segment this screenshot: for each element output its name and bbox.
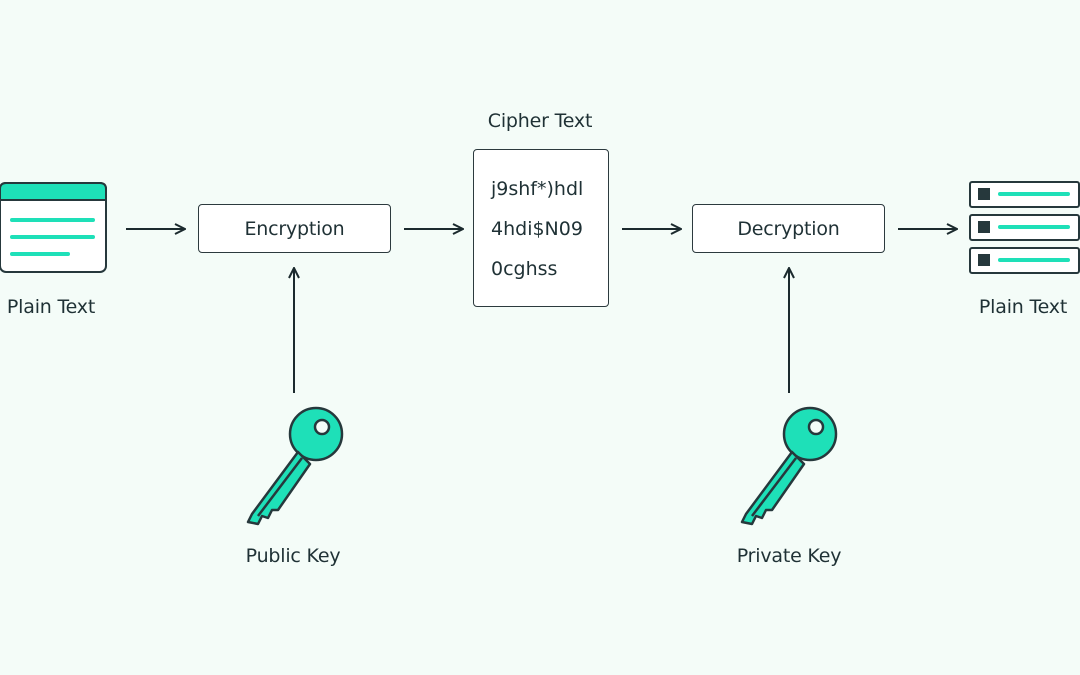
encryption-box: Encryption: [198, 204, 391, 253]
document-icon: [0, 182, 107, 273]
cipher-text-box: j9shf*)hdl 4hdi$N09 0cghss: [473, 149, 609, 307]
plain-text-output-label: Plain Text: [978, 296, 1068, 318]
decryption-box: Decryption: [692, 204, 885, 253]
key-icon: [740, 406, 838, 526]
decryption-label: Decryption: [737, 217, 840, 240]
public-key-label: Public Key: [245, 545, 341, 567]
plain-text-input-label: Plain Text: [6, 296, 96, 318]
encryption-label: Encryption: [244, 217, 345, 240]
private-key-label: Private Key: [736, 545, 842, 567]
cipher-text-title: Cipher Text: [487, 110, 593, 132]
cipher-line: j9shf*)hdl: [491, 178, 584, 200]
server-stack-icon: [969, 181, 1080, 274]
cipher-line: 4hdi$N09: [491, 218, 583, 240]
key-icon: [246, 406, 344, 526]
cipher-line: 0cghss: [491, 258, 558, 280]
